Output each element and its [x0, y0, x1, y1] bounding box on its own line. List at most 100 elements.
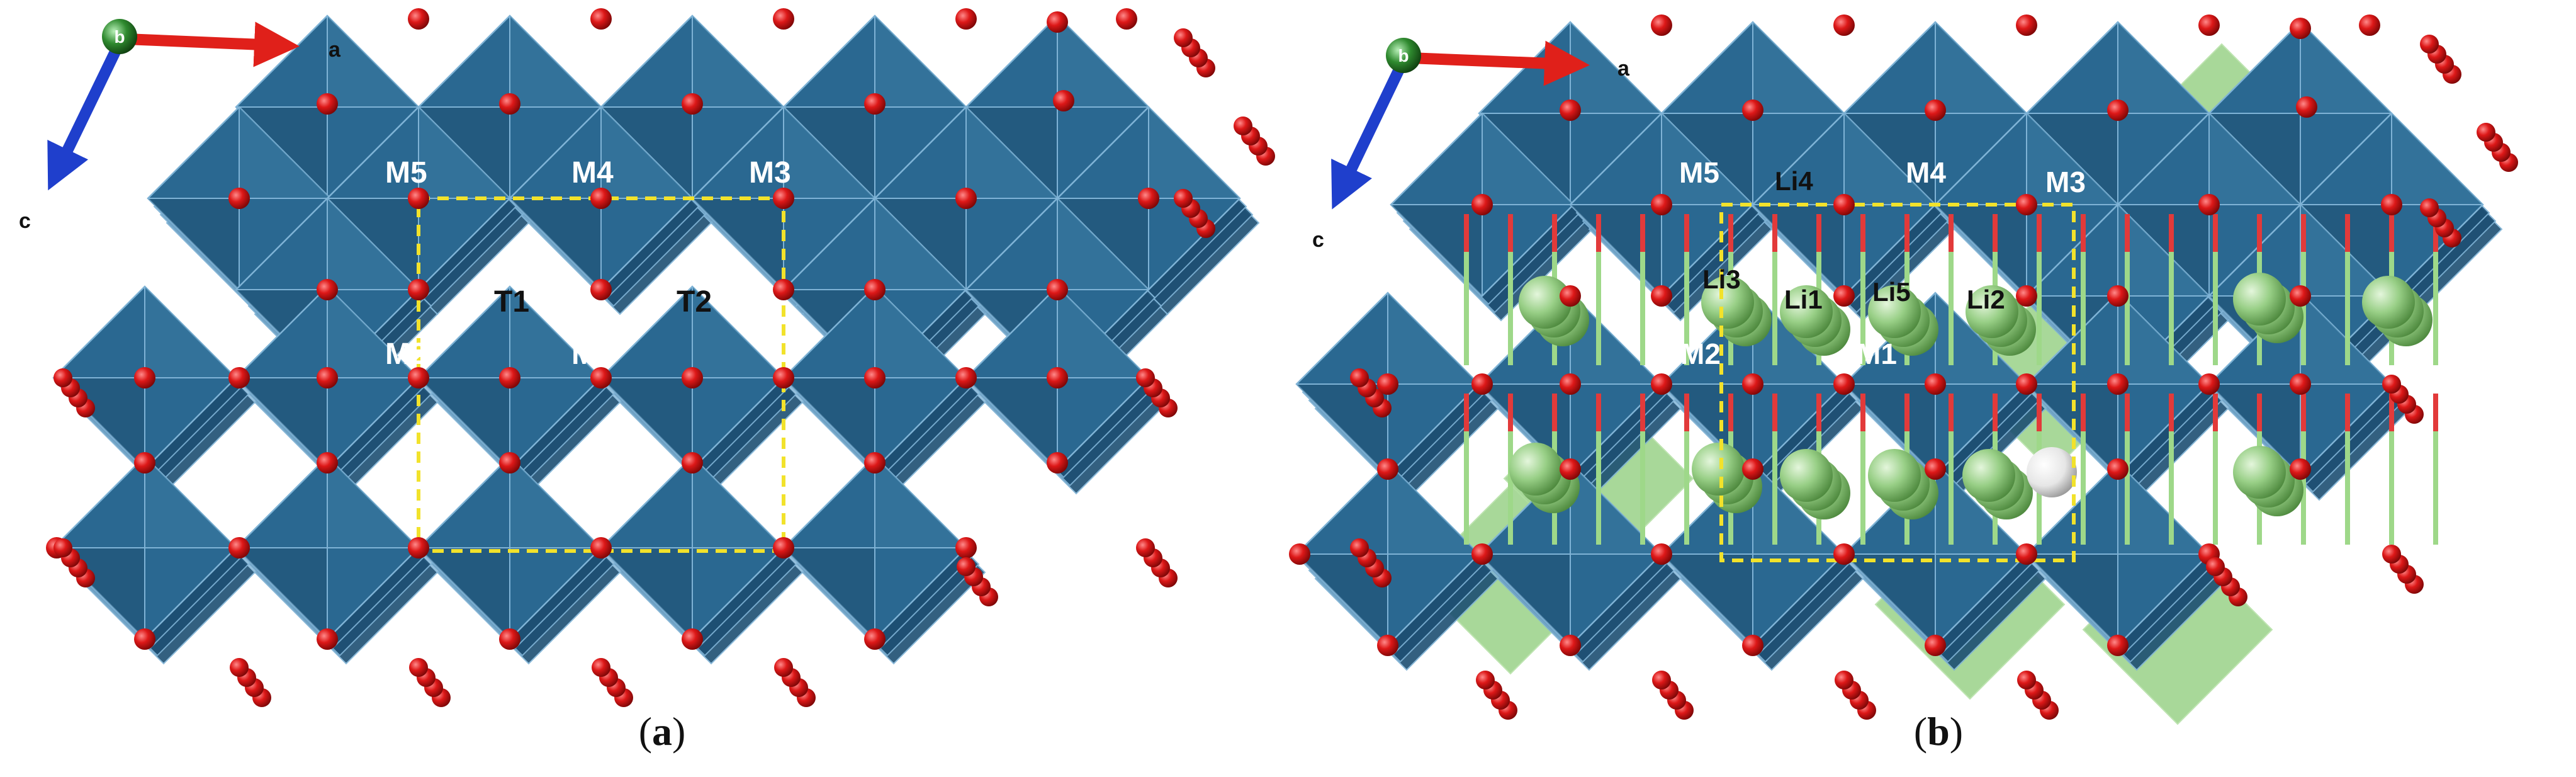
- li-atom: [1509, 443, 1562, 496]
- octahedron-facet: [784, 548, 875, 639]
- octahedron-facet: [327, 198, 419, 290]
- oxygen-atom: [774, 658, 793, 677]
- octahedron-facet: [601, 378, 692, 469]
- oxygen-atom: [2198, 373, 2220, 395]
- oxygen-atom: [1053, 90, 1074, 111]
- li-atom: [1780, 285, 1833, 338]
- oxygen-atom: [1835, 671, 1853, 689]
- octahedron-facet: [784, 378, 875, 469]
- octahedron-facet: [1388, 293, 1479, 384]
- axis-c-label: c: [19, 209, 31, 233]
- oxygen-atom: [1651, 14, 1672, 36]
- oxygen-atom: [2107, 99, 2129, 121]
- oxygen-atom: [590, 188, 612, 209]
- oxygen-atom: [1925, 458, 1946, 480]
- axis-triad-a: b a c: [19, 19, 341, 233]
- oxygen-atom: [230, 658, 249, 677]
- oxygen-atom: [1138, 188, 1159, 209]
- octahedron: [326, 106, 530, 315]
- li-atom: [1701, 276, 1754, 329]
- oxygen-atoms: [1289, 14, 2518, 720]
- oxygen-atom: [408, 8, 429, 30]
- octahedron-facet: [2392, 113, 2483, 205]
- octahedron: [52, 455, 256, 665]
- site-labels-b: M5 Li4 M4 M3 Li3 Li1 Li5 Li2 M2 M1: [1679, 156, 2086, 370]
- octahedron-facet: [148, 198, 239, 290]
- octahedron-facet: [236, 378, 327, 469]
- oxygen-atom: [1350, 368, 1369, 387]
- oxygen-atom: [1471, 373, 1493, 395]
- site-label-m3: M3: [749, 156, 791, 190]
- octahedron-facet: [2027, 554, 2118, 645]
- octahedron: [600, 455, 804, 665]
- octahedron-facet: [966, 378, 1057, 469]
- octahedron-facet: [784, 107, 875, 198]
- octahedron-facet: [1479, 554, 1570, 645]
- oxygen-atom: [1476, 671, 1495, 689]
- octahedron-facet: [875, 198, 966, 290]
- octahedron-facet: [875, 16, 966, 107]
- oxygen-atom: [2016, 194, 2037, 215]
- octahedron: [509, 106, 712, 315]
- octahedron: [782, 455, 986, 665]
- oxygen-atom: [1652, 671, 1671, 689]
- oxygen-atom: [1833, 14, 1855, 36]
- octahedron-facet: [2209, 384, 2300, 475]
- octahedron-facet: [1388, 463, 1479, 554]
- oxygen-atom: [590, 367, 612, 388]
- oxygen-atom: [2016, 543, 2037, 565]
- oxygen-atom: [773, 8, 794, 30]
- oxygen-atom: [228, 537, 250, 559]
- oxygen-atom: [1742, 373, 1763, 395]
- oxygen-atom: [408, 367, 429, 388]
- oxygen-atom: [1925, 99, 1946, 121]
- oxygen-atom: [53, 368, 72, 387]
- panel-b-caption: (b): [1913, 709, 1964, 754]
- oxygen-atom: [590, 279, 612, 300]
- oxygen-atom: [134, 452, 155, 474]
- octahedron-facet: [1662, 113, 1753, 205]
- oxygen-atom: [2206, 557, 2225, 576]
- oxygen-atom: [864, 279, 886, 300]
- oxygen-atom: [2107, 373, 2129, 395]
- octahedron: [417, 455, 621, 665]
- oxygen-atom: [682, 93, 703, 115]
- oxygen-atom: [1925, 373, 1946, 395]
- oxygen-atom: [2420, 35, 2439, 54]
- octahedron-facet: [239, 107, 330, 198]
- octahedron-facet: [236, 548, 327, 639]
- octahedron-facet: [1296, 554, 1388, 645]
- oxygen-atom: [1136, 368, 1155, 387]
- site-label-li3: Li3: [1702, 264, 1741, 294]
- li-atom: [1692, 443, 1745, 496]
- octahedron-facet: [1296, 384, 1388, 475]
- octahedron-facet: [601, 107, 692, 198]
- oxygen-atom: [2016, 285, 2037, 307]
- octahedron-facet: [2118, 293, 2209, 384]
- oxygen-atom: [1833, 285, 1855, 307]
- octahedron-facet: [692, 198, 784, 290]
- oxygen-atom: [864, 367, 886, 388]
- oxygen-atom: [2290, 285, 2311, 307]
- oxygen-atom: [2107, 635, 2129, 656]
- octahedron-facet: [1570, 293, 1662, 384]
- site-label-li5: Li5: [1872, 277, 1911, 307]
- octahedron-facet: [2118, 22, 2209, 113]
- octahedron: [235, 455, 439, 665]
- oxygen-atom: [864, 93, 886, 115]
- oxygen-atom: [1350, 538, 1369, 557]
- li-atom: [1868, 449, 1921, 502]
- li-atom: [2362, 276, 2415, 329]
- octahedron-facet: [510, 16, 601, 107]
- oxygen-atom: [317, 93, 338, 115]
- site-label-m5: M5: [1679, 156, 1719, 189]
- oxygen-atom: [499, 93, 520, 115]
- octahedron: [600, 285, 804, 495]
- oxygen-atom: [2420, 198, 2439, 217]
- octahedron-facet: [419, 107, 510, 198]
- site-label-t1: T1: [494, 285, 529, 319]
- oxygen-atom: [228, 188, 250, 209]
- unit-cell-outline: [1719, 203, 2076, 562]
- octahedron: [1390, 112, 1594, 322]
- axis-a-arrow: [1409, 40, 1590, 86]
